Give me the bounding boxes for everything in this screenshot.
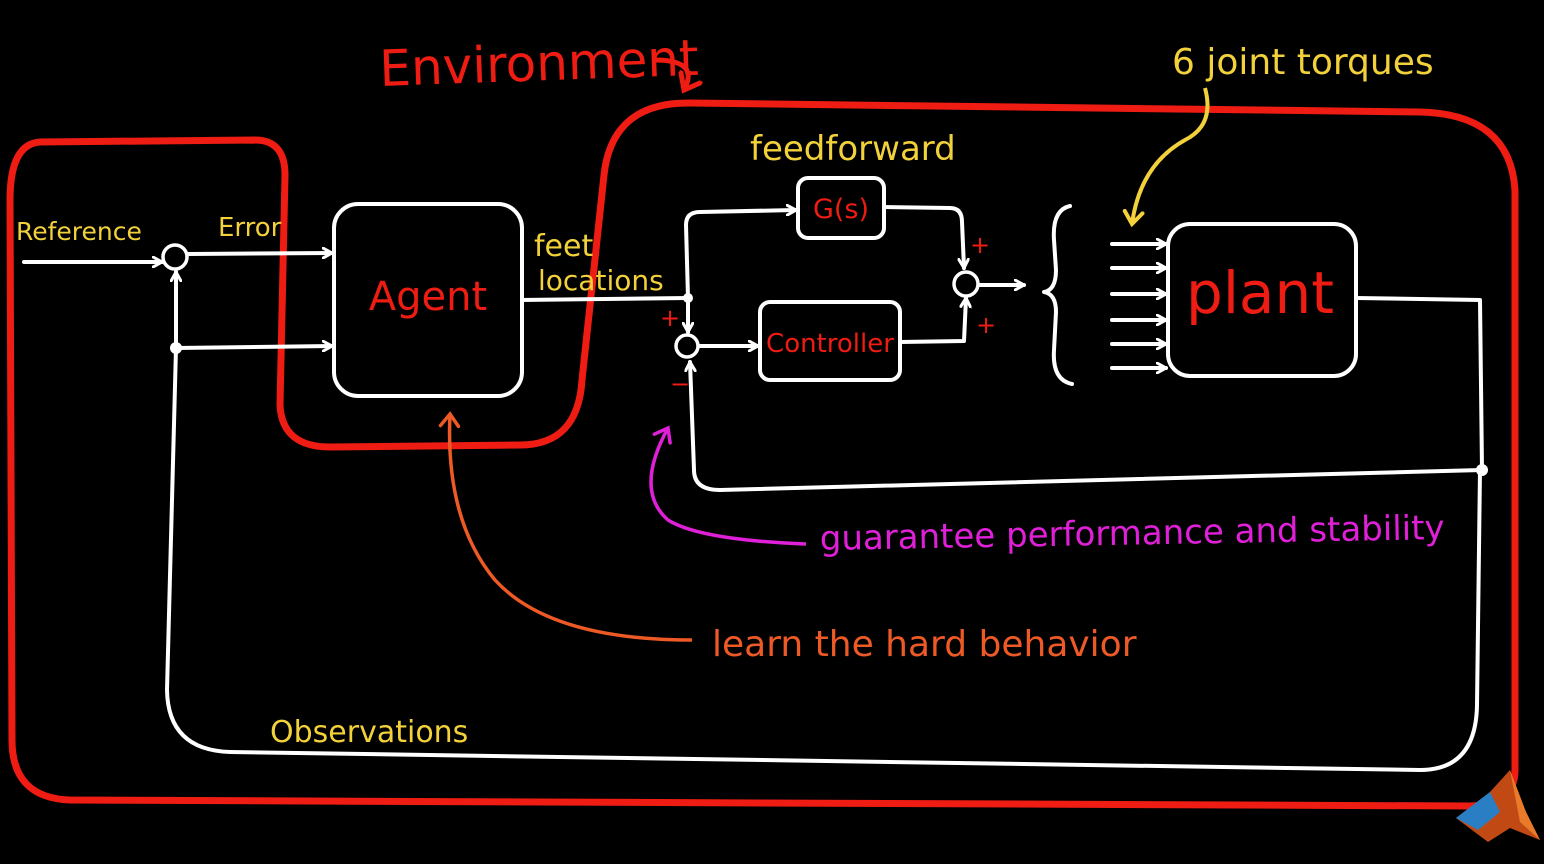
plant-block	[1166, 222, 1358, 378]
inner-feedback-wire	[690, 362, 1484, 492]
plus-sign-lower: +	[976, 311, 996, 339]
feet-split-dot	[683, 293, 693, 303]
observation-agent-wire	[174, 346, 332, 348]
performance-arrow	[649, 425, 807, 546]
controller-out-wire	[898, 298, 966, 344]
plus-sign-upper: +	[970, 231, 990, 259]
learn-arrow	[438, 411, 693, 642]
minus-sign-left: −	[670, 370, 690, 398]
plus-sign-left: +	[660, 304, 680, 332]
observations-loop-wire	[165, 346, 1482, 772]
to-gs-wire	[684, 210, 796, 300]
feet-locations-wire	[518, 296, 690, 302]
torque-brace	[1042, 204, 1074, 386]
environment-label: Environment	[378, 29, 699, 98]
feedforward-label: feedforward	[750, 129, 956, 169]
matlab-logo-icon	[1456, 770, 1540, 842]
plant-out-wire	[1354, 296, 1484, 472]
joint-torques-label: 6 joint torques	[1172, 42, 1434, 83]
learn-annotation: learn the hard behavior	[712, 624, 1137, 665]
reference-summing-junction	[161, 243, 189, 271]
agent-label: Agent	[369, 274, 487, 320]
controller-label: Controller	[766, 329, 894, 359]
joint-torques-arrow	[1122, 87, 1210, 228]
controller-summing-junction	[674, 333, 700, 359]
feet-label: feet	[534, 229, 593, 264]
environment-arrow-icon	[654, 57, 688, 90]
observation-junction-dot	[170, 342, 182, 354]
gs-out-wire	[882, 205, 964, 268]
observations-label: Observations	[270, 715, 468, 750]
performance-annotation: guarantee performance and stability	[819, 508, 1444, 559]
error-label: Error	[218, 213, 282, 243]
environment-boundary	[6, 99, 1519, 810]
torque-summing-junction	[952, 270, 980, 298]
controller-block	[758, 300, 902, 382]
gs-block	[796, 176, 886, 240]
gs-label: G(s)	[813, 194, 869, 225]
error-wire	[186, 253, 332, 254]
plant-label: plant	[1186, 259, 1334, 327]
plant-output-dot	[1476, 464, 1488, 476]
reference-label: Reference	[16, 217, 142, 246]
agent-block	[332, 202, 524, 398]
locations-label: locations	[538, 264, 664, 297]
